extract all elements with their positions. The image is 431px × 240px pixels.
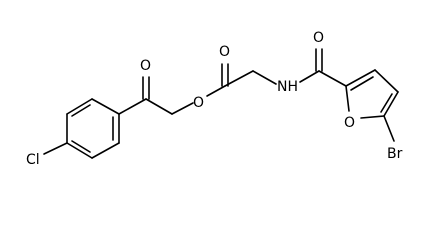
atom-labels: O O O O NH O Br Cl	[26, 30, 403, 168]
atom-label-ester-carbonyl-oxygen: O	[219, 44, 230, 60]
bond-furan-c3-c4	[374, 69, 399, 93]
bond-nh-amide	[299, 70, 320, 83]
bond-amide-furan	[318, 70, 347, 87]
bond-furan-inner-1	[350, 76, 374, 91]
bond-furan-o-c2	[345, 85, 350, 112]
bond-ch2-oester	[171, 102, 194, 115]
bond-ketone-ch2	[145, 98, 173, 115]
bond-carbonyl-ch2	[224, 70, 254, 87]
bond-furan-c2-c3	[345, 69, 376, 87]
bond-ring-inner-2	[71, 140, 91, 153]
bond-ring-4	[66, 142, 93, 159]
atom-label-nh: NH	[277, 79, 298, 95]
bond-ring-1	[91, 98, 120, 115]
atom-label-amide-oxygen: O	[313, 30, 324, 46]
atom-label-chlorine: Cl	[26, 152, 40, 168]
atom-label-ester-link-oxygen: O	[193, 95, 204, 111]
bond-furan-inner-2	[380, 93, 393, 113]
bonds	[43, 48, 399, 159]
bond-furan-c5-o	[360, 115, 385, 119]
atom-label-bromine: Br	[387, 146, 403, 162]
bond-ring-5	[91, 142, 120, 159]
bond-furan-br	[383, 115, 395, 142]
bond-ring-inner-1	[71, 104, 91, 117]
bond-ring-2	[66, 98, 93, 115]
bond-ring-ketone	[118, 98, 147, 115]
bond-ch2-nh	[252, 70, 277, 85]
bond-furan-c4-c5	[383, 91, 399, 117]
bond-oester-carbonyl	[206, 85, 226, 97]
chemical-structure-diagram: O O O O NH O Br Cl	[26, 30, 403, 168]
bond-c-cl	[43, 142, 68, 155]
atom-label-furan-oxygen: O	[344, 115, 355, 131]
atom-label-ketone-oxygen: O	[140, 58, 151, 74]
